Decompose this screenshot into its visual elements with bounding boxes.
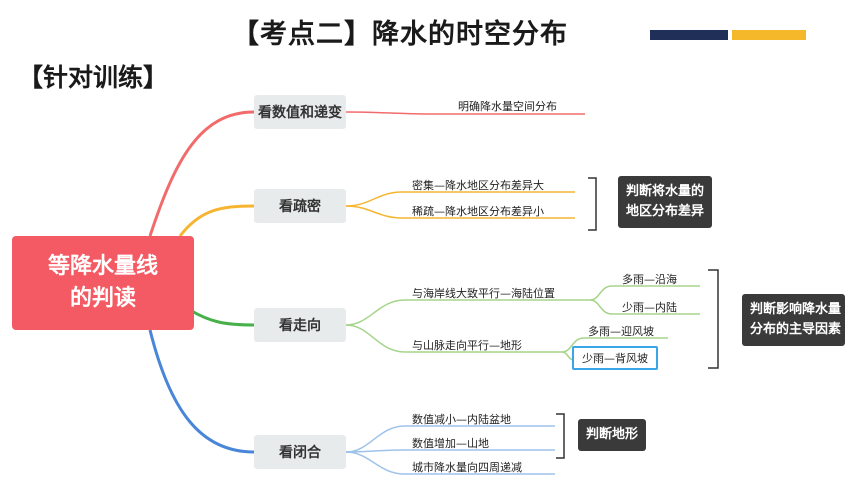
subleaf-less-rain-leeward: 少雨—背风坡 [572, 346, 658, 370]
connector-sub-3 [561, 337, 668, 353]
leaf-density-2: 稀疏—降水地区分布差异小 [412, 205, 544, 218]
leaf-closure-1: 数值减小—内陆盆地 [412, 413, 511, 426]
leaf-direction-2: 与山脉走向平行—地形 [412, 339, 522, 352]
bracket-closure [556, 413, 565, 459]
bracket-density [588, 177, 597, 231]
conclusion-direction: 判断影响降水量 分布的主导因素 [742, 294, 846, 346]
connector-direction-leaf-1 [345, 299, 590, 326]
connector-closure-leaf-3 [345, 451, 555, 475]
leaf-direction-1: 与海岸线大致平行—海陆位置 [412, 287, 555, 300]
leaf-density-1: 密集—降水地区分布差异大 [412, 179, 544, 192]
leaf-closure-3: 城市降水量向四周递减 [412, 461, 522, 474]
conclusion-direction-line-2: 分布的主导因素 [750, 322, 842, 337]
connector-central-to-closure [148, 329, 255, 454]
connector-sub-1 [589, 285, 700, 301]
conclusion-density: 判断将水量的 地区分布差异 [618, 176, 713, 228]
subleaf-more-rain-windward: 多雨—迎风坡 [588, 325, 654, 338]
connector-direction-leaf-2 [345, 324, 562, 353]
accent-bar-navy [650, 30, 728, 40]
connector-central-to-density [178, 204, 255, 237]
conclusion-closure: 判断地形 [578, 419, 647, 451]
conclusion-closure-line-1: 判断地形 [586, 427, 639, 442]
bracket-direction [708, 269, 719, 369]
connector-density-leaf-2 [345, 205, 575, 219]
accent-bar-gold [732, 30, 806, 40]
leaf-values-1: 明确降水量空间分布 [458, 100, 557, 113]
connector-values-leaf [345, 111, 585, 115]
conclusion-density-line-1: 判断将水量的 [626, 184, 705, 199]
connector-sub-2 [589, 299, 700, 315]
branch-density: 看疏密 [254, 189, 346, 223]
central-node: 等降水量线的判读 [12, 236, 194, 330]
connector-density-leaf-1 [345, 191, 575, 207]
subleaf-more-rain-coast: 多雨—沿海 [622, 273, 677, 286]
leaf-closure-2: 数值增加—山地 [412, 437, 489, 450]
branch-closure: 看闭合 [254, 435, 346, 469]
central-node-label: 等降水量线的判读 [47, 254, 158, 311]
conclusion-density-line-2: 地区分布差异 [626, 204, 705, 219]
page-title: 【考点二】降水的时空分布 [232, 19, 568, 50]
section-subtitle: 【针对训练】 [18, 63, 169, 92]
connector-central-to-direction [189, 308, 255, 327]
connector-closure-leaf-1 [345, 425, 555, 453]
subleaf-less-rain-inland: 少雨—内陆 [622, 301, 677, 314]
conclusion-direction-line-1: 判断影响降水量 [750, 302, 842, 317]
branch-direction: 看走向 [254, 308, 346, 342]
branch-values-gradient: 看数值和递变 [254, 95, 346, 129]
connector-central-to-values [148, 110, 255, 237]
